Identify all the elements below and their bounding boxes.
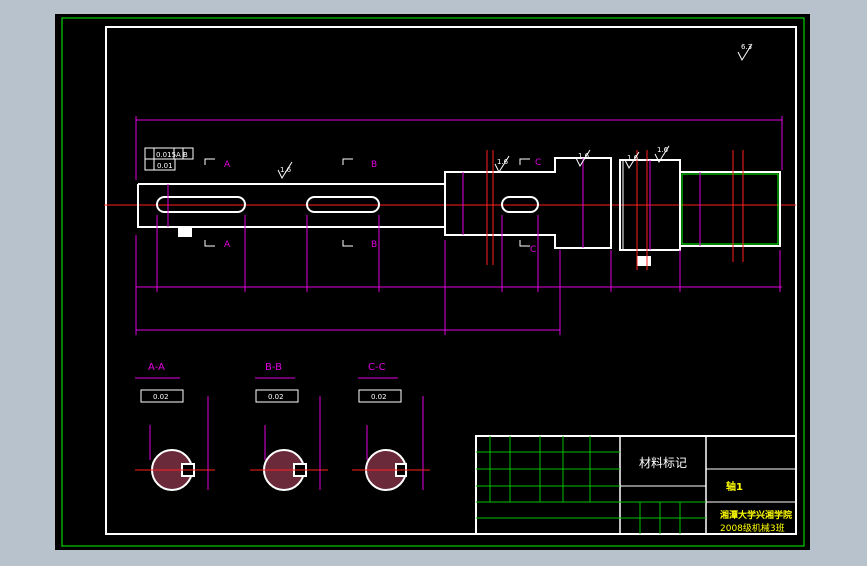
- cut-markers: [204, 158, 530, 247]
- section-c-label: C-C: [368, 362, 386, 373]
- roughness-3: 1.6: [578, 152, 590, 160]
- cut-label-a-top: A: [224, 160, 231, 170]
- keyway-a: [156, 196, 246, 213]
- straightness-value: 0.015: [156, 151, 176, 159]
- symmetry-c-value: 0.02: [371, 393, 387, 401]
- title-block: 材料标记 轴1 湘潭大学兴湘学院 2008级机械3班: [475, 435, 797, 535]
- sheet-border: [61, 17, 805, 547]
- keyway-b: [306, 196, 380, 213]
- class-id: 2008级机械3班: [720, 522, 785, 534]
- datum-b-marker: [637, 256, 651, 266]
- section-b-label: B-B: [265, 362, 282, 373]
- symmetry-b-value: 0.02: [268, 393, 284, 401]
- drawing-frame: [105, 26, 797, 535]
- section-a-label: A-A: [148, 362, 165, 373]
- roughness-1: 1.6: [280, 166, 292, 174]
- roughness-5: 1.6: [657, 146, 669, 154]
- cylindricity-value: 0.01: [157, 162, 173, 170]
- symmetry-a-value: 0.02: [153, 393, 169, 401]
- cut-label-b-bottom: B: [371, 240, 377, 250]
- part-name: 轴1: [726, 480, 743, 493]
- roughness-4: 1.6: [627, 154, 639, 162]
- roughness-general: 6.3: [741, 43, 752, 51]
- cut-label-c-bottom: C: [530, 245, 536, 255]
- roughness-2: 1.6: [497, 158, 509, 166]
- material-mark-label: 材料标记: [639, 456, 687, 470]
- datum-ab-label: A B: [176, 151, 188, 159]
- school-name: 湘潭大学兴湘学院: [720, 509, 792, 521]
- cut-label-b-top: B: [371, 160, 377, 170]
- roughness-symbols: [277, 43, 753, 180]
- cut-label-c-top: C: [535, 158, 541, 168]
- keyway-c: [501, 196, 539, 213]
- tolerance-frame: 0.015 A B 0.01: [144, 147, 194, 171]
- cut-label-a-bottom: A: [224, 240, 231, 250]
- section-centerlines: [486, 150, 744, 270]
- datum-a-marker: [178, 227, 192, 237]
- dimension-lines: [135, 116, 783, 335]
- section-views: A-A B-B C-C 0.02 0.02 0.02: [135, 362, 430, 491]
- shaft-main-view: [137, 157, 781, 251]
